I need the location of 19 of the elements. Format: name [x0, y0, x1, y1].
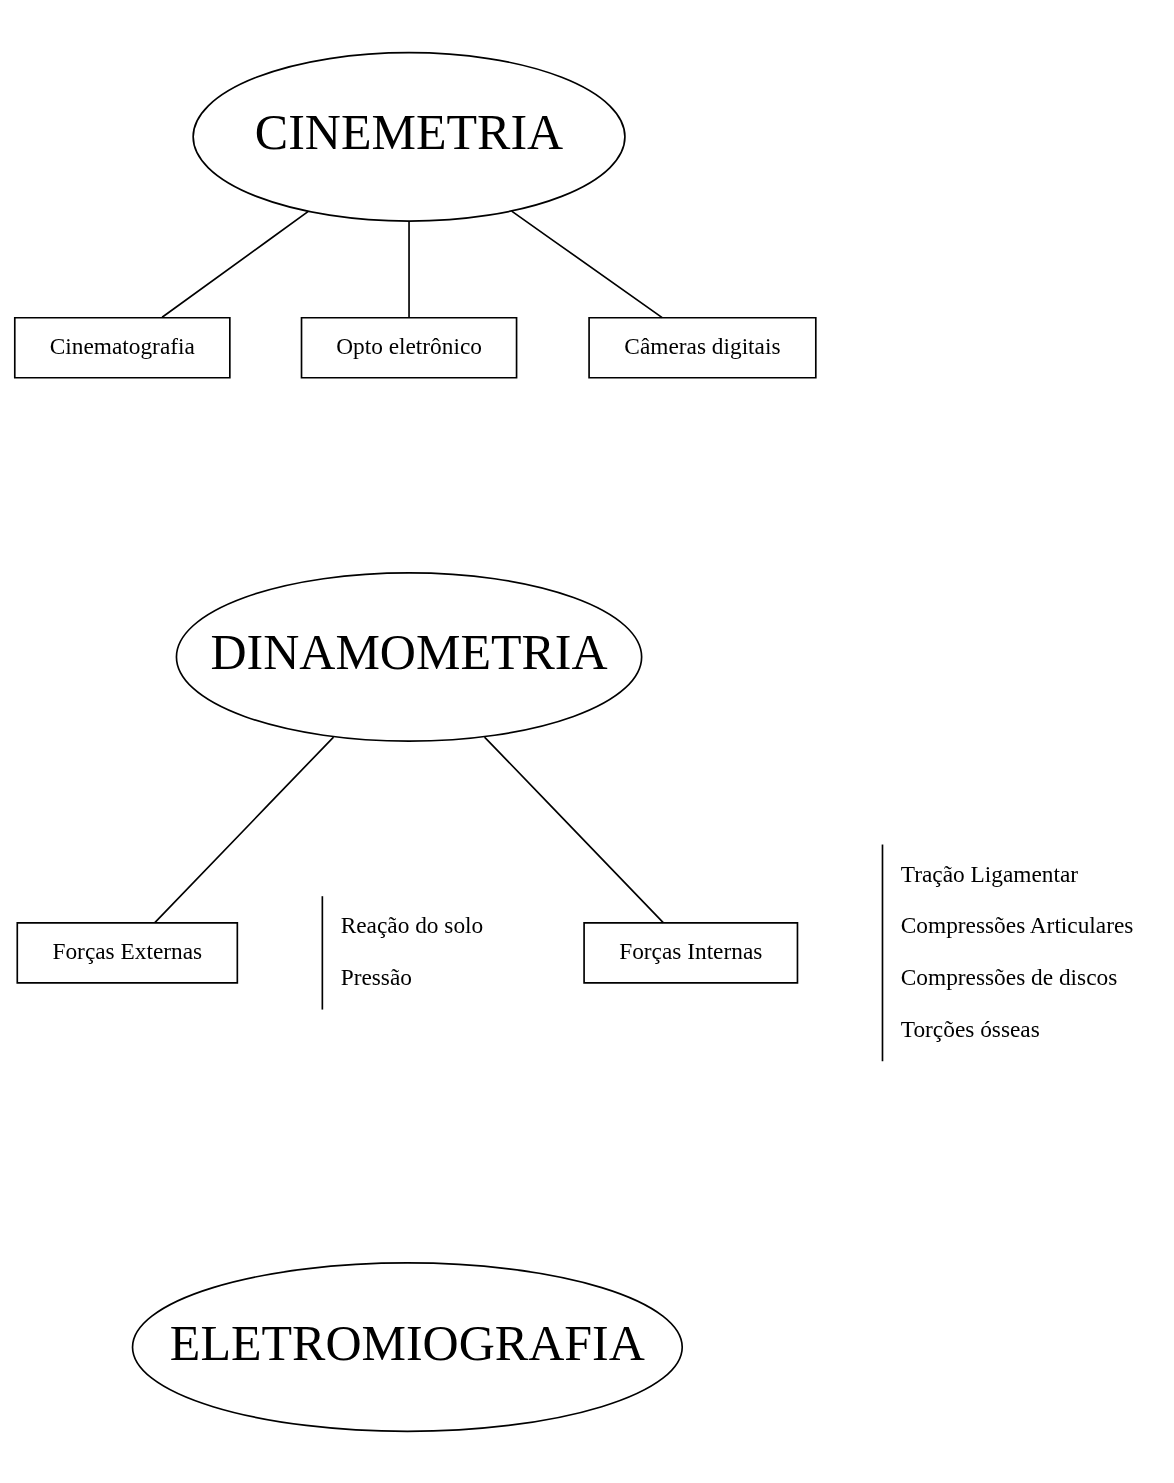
connector: [408, 219, 410, 318]
node-box: Câmeras digitais: [588, 316, 817, 379]
connector: [483, 735, 665, 923]
node-box: Cinematografia: [13, 316, 231, 379]
connector: [161, 210, 309, 318]
node-label: Torções ósseas: [900, 1015, 1040, 1042]
node-label: Pressão: [340, 963, 412, 990]
node-ellipse: CINEMETRIA: [192, 51, 626, 222]
node-label: Reação do solo: [340, 911, 484, 938]
node-box: Forças Externas: [16, 921, 239, 984]
node-label: Compressões de discos: [900, 963, 1118, 990]
node-ellipse: DINAMOMETRIA: [175, 571, 643, 742]
node-label: Compressões Articulares: [900, 911, 1134, 938]
connector: [510, 209, 664, 318]
node-box: Forças Internas: [583, 921, 799, 984]
node-ellipse: ELETROMIOGRAFIA: [131, 1261, 684, 1432]
connector: [154, 735, 335, 923]
node-label: Tração Ligamentar: [900, 860, 1079, 887]
node-box: Opto eletrônico: [300, 316, 518, 379]
